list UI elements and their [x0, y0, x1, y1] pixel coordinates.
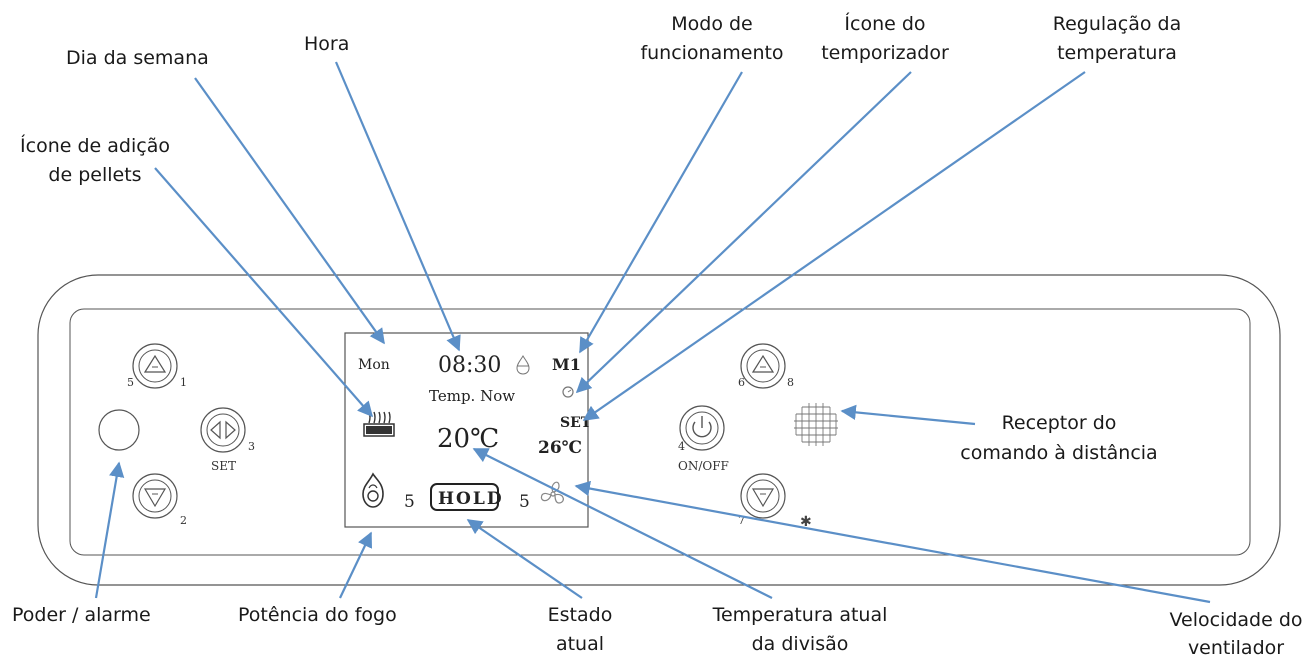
lcd-mode: M1: [552, 355, 581, 374]
label-regulacao-1: Regulação da: [1053, 13, 1182, 35]
left-up-button[interactable]: [132, 343, 178, 389]
lcd-set-value: 26℃: [538, 438, 582, 458]
left-set-button[interactable]: [200, 407, 246, 453]
lcd-day: Mon: [358, 357, 390, 373]
button-number-4: 4: [678, 440, 685, 453]
panel-outer-frame: [37, 274, 1281, 586]
label-temp-atual-1: Temperatura atual: [712, 604, 888, 626]
set-button-label: SET: [211, 459, 236, 473]
label-temp-atual-2: da divisão: [752, 633, 849, 655]
label-dia-semana: Dia da semana: [66, 47, 209, 69]
arrow-potencia: [339, 531, 372, 599]
star-icon: ✱: [800, 514, 812, 530]
label-pellets-2: de pellets: [48, 164, 141, 186]
lcd-screen: [344, 332, 589, 528]
arrow-temporizador: [575, 71, 912, 394]
label-regulacao-2: temperatura: [1057, 42, 1177, 64]
lcd-timer-icon: [562, 386, 574, 398]
label-velocidade-2: ventilador: [1188, 637, 1284, 659]
lcd-fire-icon: [362, 472, 384, 508]
lcd-temp-now-label: Temp. Now: [429, 387, 515, 405]
on-off-label: ON/OFF: [678, 459, 729, 473]
label-estado-1: Estado: [548, 604, 613, 626]
arrow-estado: [466, 519, 583, 599]
label-temporizador-1: Ícone do: [844, 12, 925, 35]
lcd-status: HOLD: [438, 489, 504, 509]
label-velocidade-1: Velocidade do: [1169, 609, 1302, 631]
button-number-1: 1: [180, 376, 187, 389]
on-off-button[interactable]: [679, 405, 725, 451]
label-poder-alarme: Poder / alarme: [12, 604, 151, 626]
button-number-3: 3: [248, 440, 255, 453]
arrow-regulacao: [582, 71, 1086, 421]
right-up-button[interactable]: [740, 343, 786, 389]
button-number-8: 8: [787, 376, 794, 389]
right-down-button[interactable]: [740, 473, 786, 519]
lcd-time: 08:30: [438, 353, 501, 378]
label-modo-2: funcionamento: [640, 42, 783, 64]
label-hora: Hora: [304, 33, 349, 55]
button-number-6: 6: [738, 376, 745, 389]
arrow-temp-atual: [472, 448, 773, 599]
label-receptor-2: comando à distância: [960, 442, 1157, 464]
button-number-7: 7: [738, 514, 745, 527]
arrow-receptor: [840, 404, 976, 426]
arrow-velocidade: [574, 480, 1211, 604]
lcd-fire-power: 5: [404, 492, 415, 512]
label-receptor-1: Receptor do: [1002, 412, 1117, 434]
arrow-pellets: [154, 167, 374, 418]
label-estado-2: atual: [556, 633, 604, 655]
arrow-dia-semana: [194, 77, 385, 345]
label-pellets-1: Ícone de adição: [20, 134, 170, 157]
left-down-button[interactable]: [132, 473, 178, 519]
lcd-temp-now-value: 20℃: [437, 424, 499, 454]
label-modo-1: Modo de: [671, 13, 753, 35]
button-number-5: 5: [127, 376, 134, 389]
lcd-flame-small-icon: [516, 355, 530, 375]
lcd-fan-icon: [540, 481, 564, 504]
label-temporizador-2: temporizador: [821, 42, 949, 64]
button-number-2: 2: [180, 514, 187, 527]
arrow-modo: [579, 71, 743, 354]
arrow-hora: [334, 61, 461, 352]
lcd-fan-speed: 5: [519, 492, 530, 512]
power-alarm-button[interactable]: [98, 409, 140, 451]
arrow-poder: [94, 461, 125, 599]
remote-receiver-grille: [794, 403, 838, 446]
label-potencia-fogo: Potência do fogo: [238, 604, 397, 626]
lcd-status-box: [430, 483, 499, 511]
panel-inner-frame: [69, 308, 1251, 556]
lcd-pellet-icon: [363, 411, 395, 437]
